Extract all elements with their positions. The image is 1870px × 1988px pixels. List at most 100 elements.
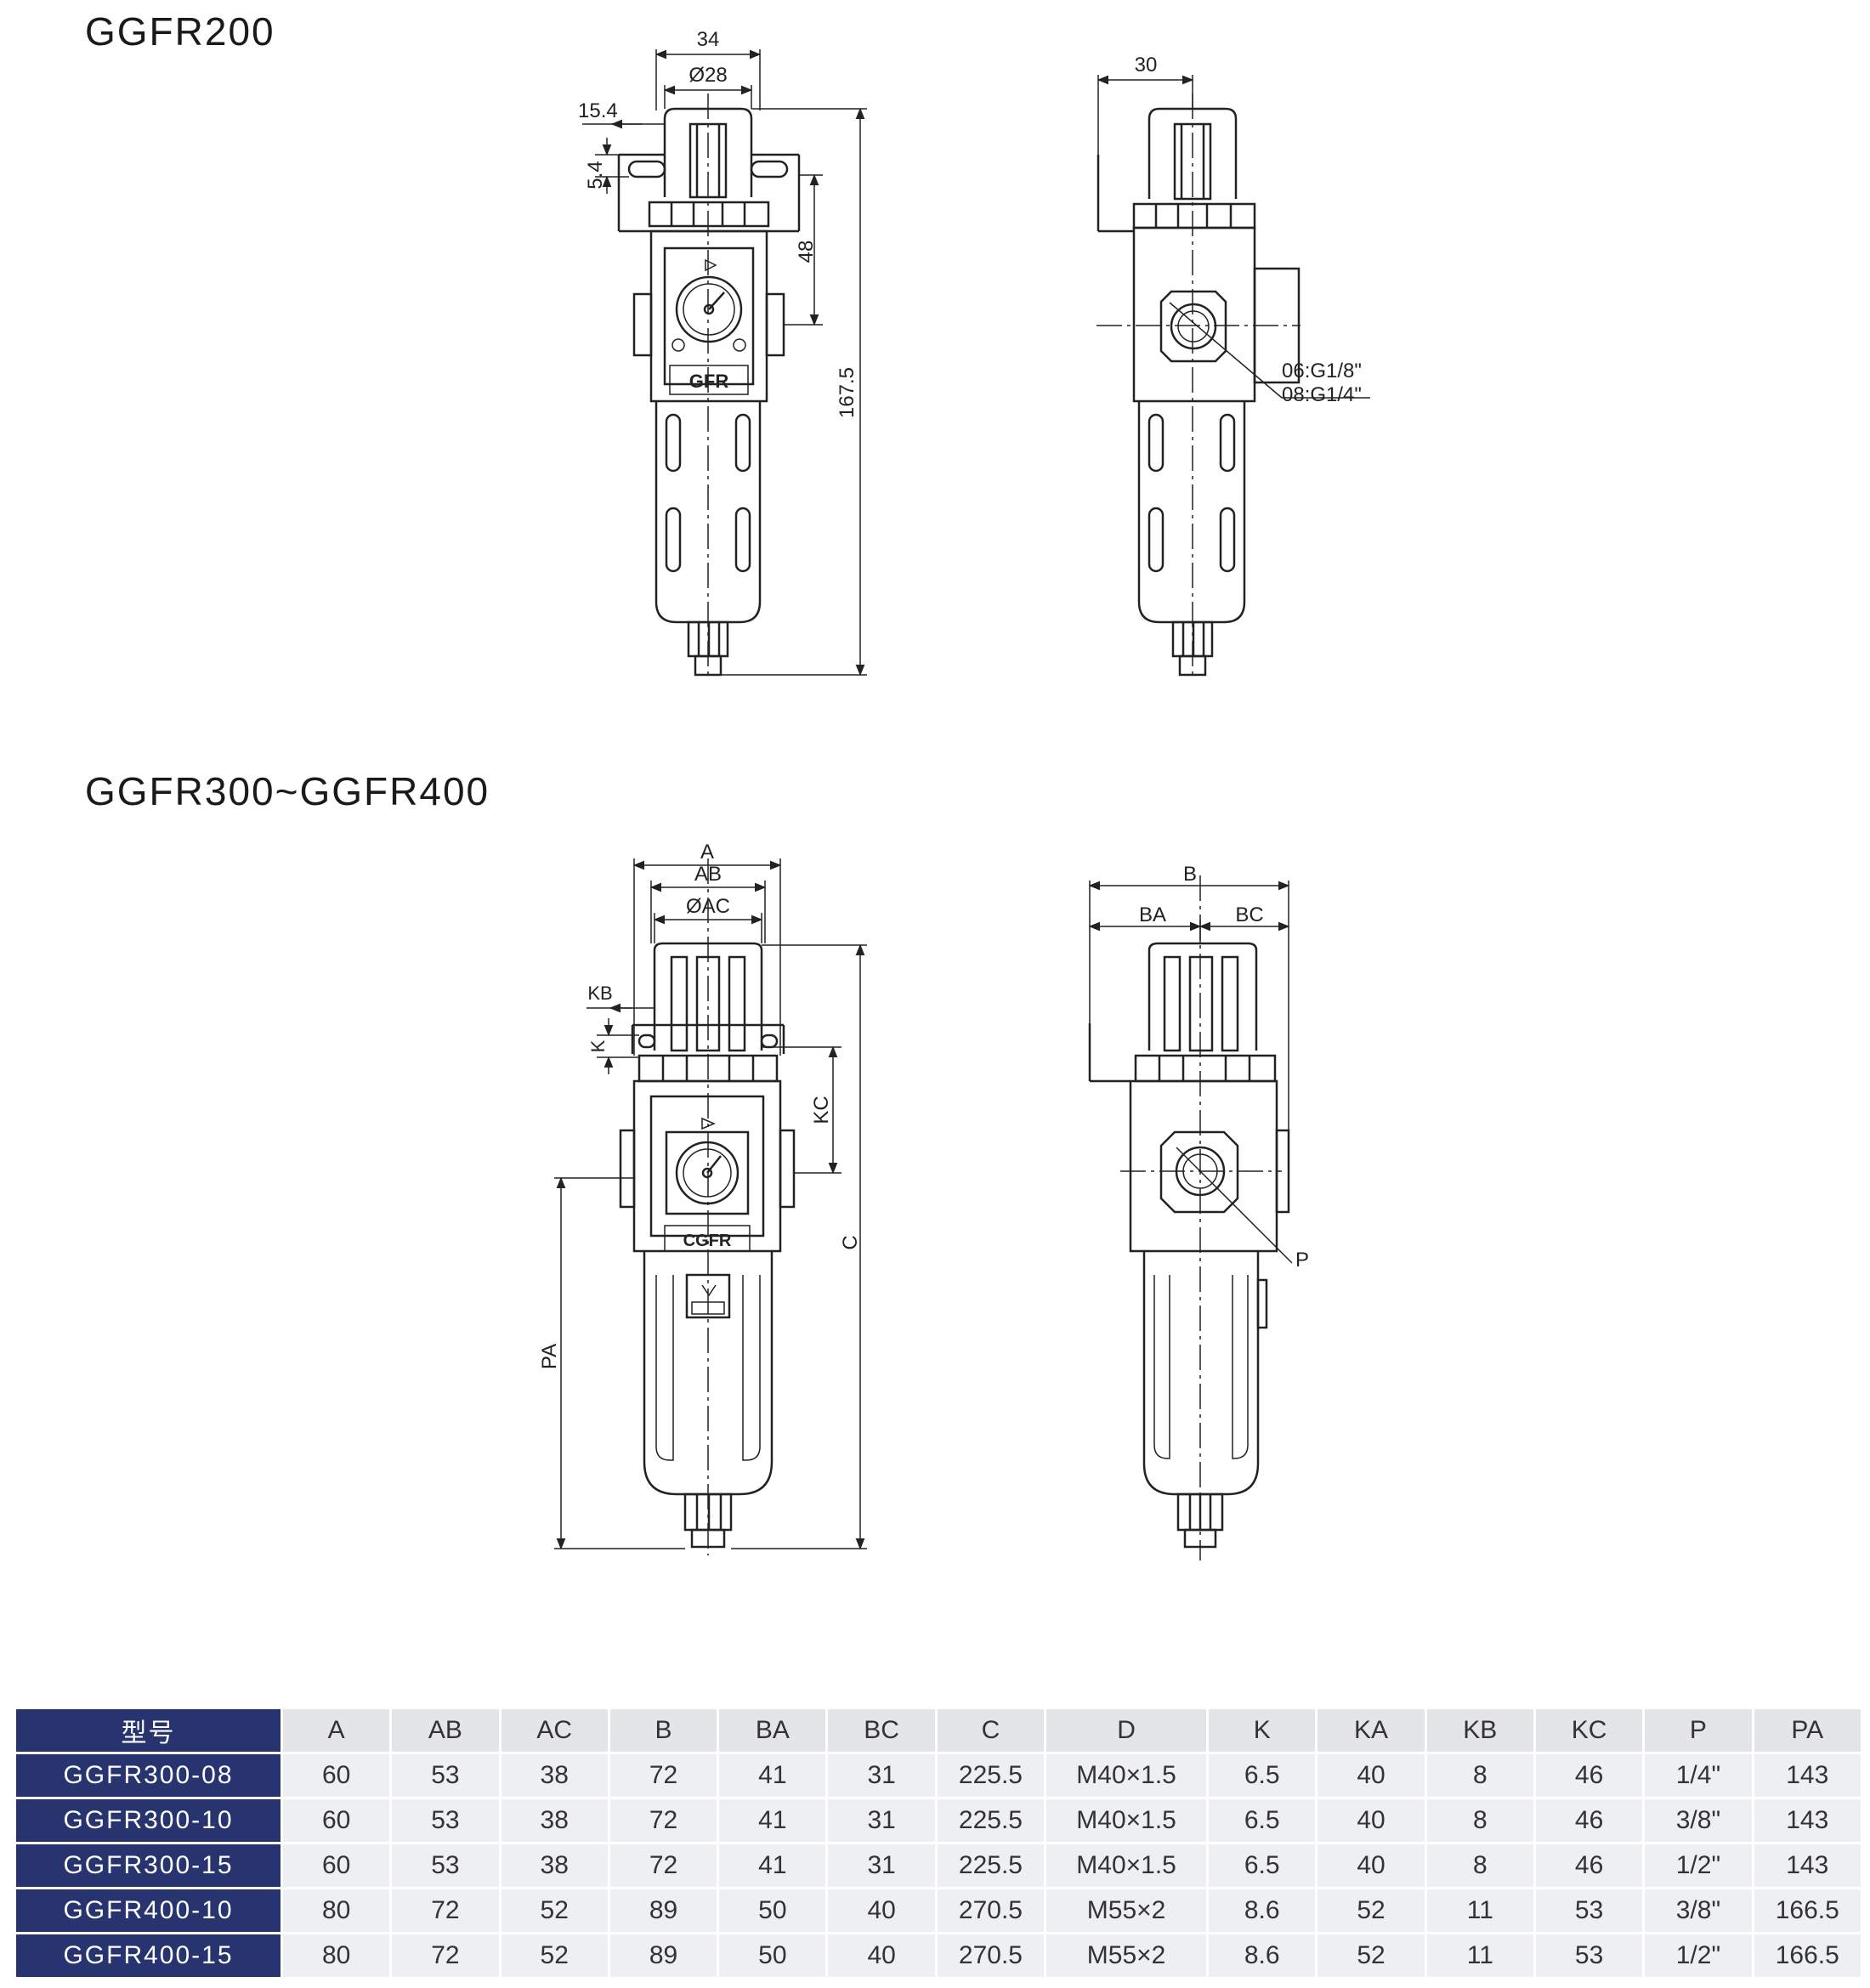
cell: M40×1.5 bbox=[1046, 1844, 1207, 1887]
dim-34: 34 bbox=[697, 28, 720, 51]
cell: 225.5 bbox=[937, 1844, 1045, 1887]
cell: 72 bbox=[392, 1934, 499, 1977]
cell: 38 bbox=[501, 1799, 608, 1842]
dim-kc: KC bbox=[810, 1096, 833, 1124]
cell: 40 bbox=[1318, 1844, 1425, 1887]
cell: 52 bbox=[501, 1934, 608, 1977]
cell: 11 bbox=[1426, 1934, 1533, 1977]
cell: 89 bbox=[609, 1934, 717, 1977]
dim-15-4: 15.4 bbox=[578, 99, 618, 122]
cell: 166.5 bbox=[1754, 1934, 1861, 1977]
cell: 143 bbox=[1754, 1754, 1861, 1797]
dimension-spec-table: 型号 A AB AC B BA BC C D K KA KB KC P PA G… bbox=[14, 1707, 1863, 1980]
cell: 8.6 bbox=[1209, 1934, 1316, 1977]
ggfr300-400-front-dimensions bbox=[554, 858, 867, 1550]
table-row: GGFR400-10 80 72 52 89 50 40 270.5 M55×2… bbox=[16, 1889, 1861, 1932]
cell: 31 bbox=[828, 1754, 935, 1797]
cell: 225.5 bbox=[937, 1754, 1045, 1797]
cell: 8 bbox=[1426, 1844, 1533, 1887]
cell: 143 bbox=[1754, 1799, 1861, 1842]
cell: 40 bbox=[828, 1889, 935, 1932]
section-title-ggfr300-400: GGFR300~GGFR400 bbox=[85, 769, 490, 813]
ggfr200-front-view bbox=[617, 93, 801, 680]
dim-c: C bbox=[839, 1235, 862, 1249]
cell: 3/8" bbox=[1645, 1799, 1752, 1842]
product-label-gfr: GFR bbox=[689, 371, 729, 392]
cell: 72 bbox=[609, 1754, 717, 1797]
ggfr300-400-side-view bbox=[1088, 875, 1293, 1560]
header-ba: BA bbox=[719, 1709, 826, 1752]
cell: 225.5 bbox=[937, 1799, 1045, 1842]
header-model: 型号 bbox=[16, 1709, 280, 1752]
header-bc: BC bbox=[828, 1709, 935, 1752]
cell: 1/4" bbox=[1645, 1754, 1752, 1797]
cell: 72 bbox=[392, 1889, 499, 1932]
cell: 8 bbox=[1426, 1799, 1533, 1842]
thread-size-08: 08:G1/4" bbox=[1282, 383, 1362, 406]
dim-a: A bbox=[700, 841, 714, 864]
cell: 1/2" bbox=[1645, 1934, 1752, 1977]
table-row: GGFR300-08 60 53 38 72 41 31 225.5 M40×1… bbox=[16, 1754, 1861, 1797]
cell: 52 bbox=[1318, 1889, 1425, 1932]
header-ac: AC bbox=[501, 1709, 608, 1752]
dim-dia28: Ø28 bbox=[688, 64, 727, 87]
dim-pa: PA bbox=[538, 1344, 561, 1369]
dim-ab: AB bbox=[694, 863, 722, 886]
cell: 40 bbox=[1318, 1754, 1425, 1797]
dim-48: 48 bbox=[795, 241, 818, 263]
dim-b: B bbox=[1183, 863, 1197, 886]
ggfr300-400-front-labels: A AB ØAC KB K KC C PA CGFR bbox=[538, 841, 862, 1369]
cell-model: GGFR300-10 bbox=[16, 1799, 280, 1842]
table-row: GGFR300-15 60 53 38 72 41 31 225.5 M40×1… bbox=[16, 1844, 1861, 1887]
cell: 60 bbox=[283, 1844, 390, 1887]
cell: 53 bbox=[1535, 1889, 1643, 1932]
dim-167-5: 167.5 bbox=[836, 367, 858, 418]
header-k: K bbox=[1209, 1709, 1316, 1752]
dim-30: 30 bbox=[1135, 54, 1158, 76]
cell: 6.5 bbox=[1209, 1844, 1316, 1887]
cell: 166.5 bbox=[1754, 1889, 1861, 1932]
cell: 60 bbox=[283, 1799, 390, 1842]
cell: 38 bbox=[501, 1844, 608, 1887]
dim-ba: BA bbox=[1139, 903, 1166, 926]
cell: 270.5 bbox=[937, 1934, 1045, 1977]
dim-dia-ac: ØAC bbox=[686, 895, 730, 918]
table-row: GGFR300-10 60 53 38 72 41 31 225.5 M40×1… bbox=[16, 1799, 1861, 1842]
ggfr200-front-dimensions bbox=[582, 49, 867, 677]
cell: 31 bbox=[828, 1844, 935, 1887]
ggfr200-front-labels: 34 Ø28 15.4 5.4 48 167.5 GFR bbox=[578, 28, 858, 418]
cell: 52 bbox=[501, 1889, 608, 1932]
cell: 40 bbox=[828, 1934, 935, 1977]
cell: 52 bbox=[1318, 1934, 1425, 1977]
cell: 72 bbox=[609, 1799, 717, 1842]
header-a: A bbox=[283, 1709, 390, 1752]
cell: 6.5 bbox=[1209, 1754, 1316, 1797]
cell: 1/2" bbox=[1645, 1844, 1752, 1887]
cell: 41 bbox=[719, 1844, 826, 1887]
cell: 53 bbox=[1535, 1934, 1643, 1977]
cell: M40×1.5 bbox=[1046, 1799, 1207, 1842]
cell: 143 bbox=[1754, 1844, 1861, 1887]
table-header-row: 型号 A AB AC B BA BC C D K KA KB KC P PA bbox=[16, 1709, 1861, 1752]
cell: 53 bbox=[392, 1844, 499, 1887]
cell: 46 bbox=[1535, 1754, 1643, 1797]
dim-p: P bbox=[1295, 1249, 1309, 1272]
header-ka: KA bbox=[1318, 1709, 1425, 1752]
cell: 31 bbox=[828, 1799, 935, 1842]
cell-model: GGFR300-15 bbox=[16, 1844, 280, 1887]
cell: 80 bbox=[283, 1934, 390, 1977]
product-label-cgfr: CGFR bbox=[683, 1232, 732, 1250]
header-b: B bbox=[609, 1709, 717, 1752]
section-title-ggfr200: GGFR200 bbox=[85, 9, 275, 54]
cell: 3/8" bbox=[1645, 1889, 1752, 1932]
cell: 8.6 bbox=[1209, 1889, 1316, 1932]
ggfr300-400-front-view bbox=[619, 858, 796, 1555]
dim-bc: BC bbox=[1235, 903, 1263, 926]
header-kb: KB bbox=[1426, 1709, 1533, 1752]
cell: M40×1.5 bbox=[1046, 1754, 1207, 1797]
ggfr300-400-side-labels: B BA BC P bbox=[1139, 863, 1309, 1272]
header-kc: KC bbox=[1535, 1709, 1643, 1752]
cell: M55×2 bbox=[1046, 1934, 1207, 1977]
ggfr200-side-view bbox=[1096, 93, 1370, 680]
cell: 46 bbox=[1535, 1844, 1643, 1887]
